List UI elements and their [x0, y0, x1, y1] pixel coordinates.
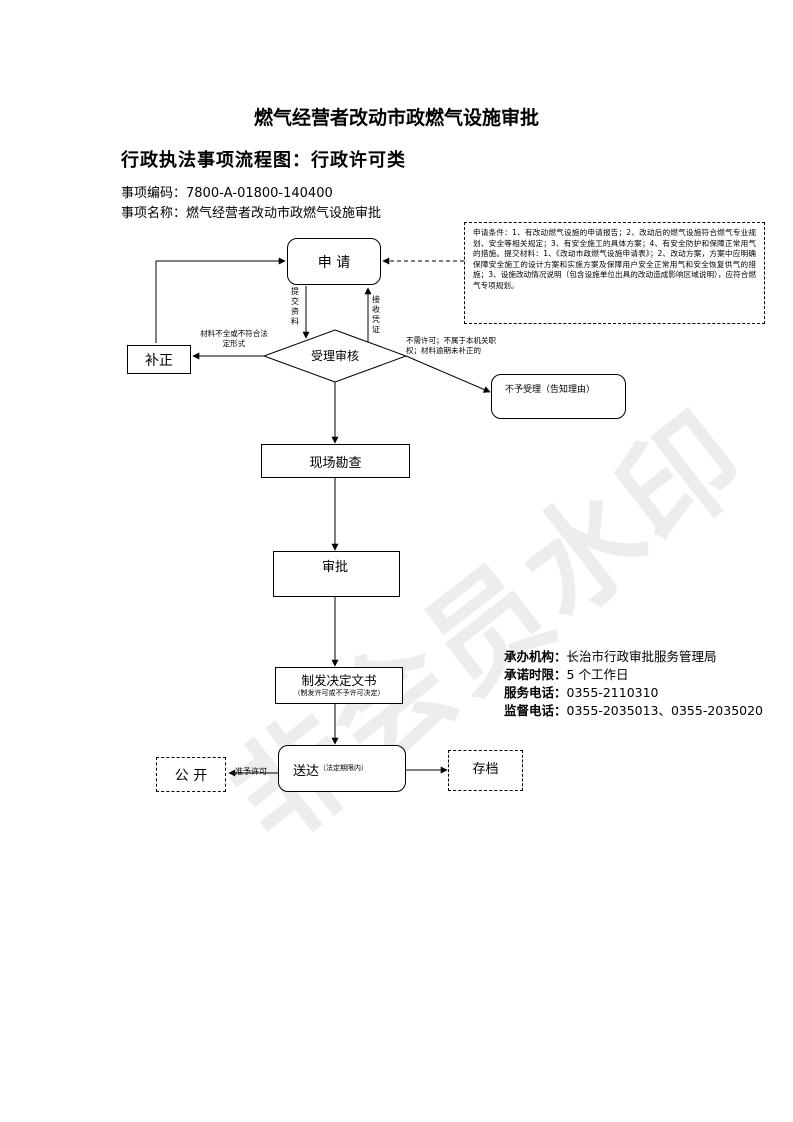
conditions-note: 申请条件：1、有改动燃气设施的申请报告；2、改动后的燃气设施符合燃气专业规划、安…	[464, 222, 765, 324]
flowchart-subtitle: 行政执法事项流程图：行政许可类	[121, 150, 406, 171]
time-label: 承诺时限：	[504, 667, 567, 682]
agency-value: 长治市行政审批服务管理局	[566, 649, 717, 664]
deliver-sub-label: （法定期限内）	[319, 764, 369, 772]
approve-node: 审批	[273, 551, 400, 597]
inspect-node: 现场勘查	[261, 444, 410, 478]
apply-node: 申 请	[287, 238, 381, 285]
agency-line: 承办机构：长治市行政审批服务管理局	[504, 646, 717, 665]
supervise-value: 0355-2035013、0355-2035020	[566, 703, 764, 718]
item-code: 事项编码：7800-A-01800-140400	[121, 186, 333, 201]
time-line: 承诺时限：5 个工作日	[504, 664, 628, 683]
item-name: 事项名称：燃气经营者改动市政燃气设施审批	[121, 206, 382, 221]
archive-node: 存档	[448, 750, 523, 791]
reject-node: 不予受理（告知理由）	[491, 374, 626, 419]
not-accept-label: 不需许可；不属于本机关职权；材料逾期未补正的	[406, 336, 496, 355]
correct-node: 补正	[127, 345, 191, 374]
phone-value: 0355-2110310	[566, 685, 659, 700]
review-node-label: 受理审核	[310, 349, 359, 363]
supervise-line: 监督电话：0355-2035013、0355-2035020	[504, 700, 763, 719]
incomplete-label: 材料不全或不符合法定形式	[200, 329, 268, 348]
publish-node: 公 开	[156, 757, 226, 792]
submit-label: 提交资料	[291, 287, 299, 326]
deliver-node: 送达（法定期限内）	[278, 745, 406, 792]
phone-label: 服务电话：	[504, 685, 567, 700]
supervise-label: 监督电话：	[504, 703, 567, 718]
decision-sub-label: （制发许可或不予许可决定）	[293, 689, 385, 697]
time-value: 5 个工作日	[566, 667, 629, 682]
agency-label: 承办机构：	[504, 649, 567, 664]
receipt-label: 接收凭证	[372, 295, 380, 334]
deliver-main-label: 送达	[293, 764, 320, 779]
page-title: 燃气经营者改动市政燃气设施审批	[253, 107, 539, 129]
decision-node: 制发决定文书 （制发许可或不予许可决定）	[275, 667, 403, 704]
decision-main-label: 制发决定文书	[301, 673, 377, 688]
grant-label: 准予许可	[235, 767, 267, 776]
phone-line: 服务电话：0355-2110310	[504, 682, 659, 701]
